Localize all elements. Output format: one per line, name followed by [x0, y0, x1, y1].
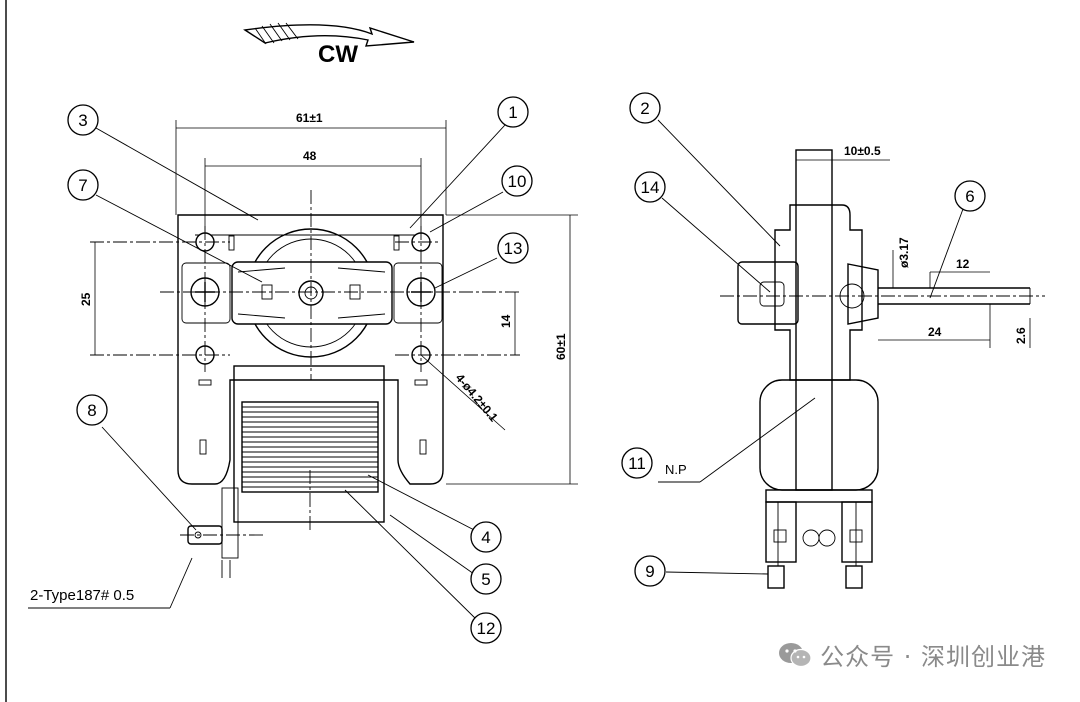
svg-text:8: 8 — [87, 401, 96, 420]
dim-shaft-12: 12 — [956, 257, 970, 271]
balloon-4: 4 — [470, 521, 502, 553]
svg-text:13: 13 — [504, 239, 523, 258]
dim-shaft-24: 24 — [928, 325, 942, 339]
balloon-13: 13 — [497, 232, 529, 264]
balloon-7: 7 — [67, 169, 99, 201]
balloon-8: 8 — [76, 394, 108, 426]
rotation-arrow-icon — [243, 22, 415, 47]
dim-holes: 4-ø4.2±0.1 — [453, 371, 501, 425]
balloon-5: 5 — [470, 563, 502, 595]
balloon-9: 9 — [634, 555, 666, 587]
balloon-3: 3 — [67, 104, 99, 136]
side-view — [720, 149, 1045, 589]
leader-lines — [95, 119, 964, 622]
balloon-6: 6 — [954, 180, 986, 212]
dim-shaft-dia: ø3.17 — [897, 237, 911, 268]
svg-text:4: 4 — [481, 528, 490, 547]
balloon-14: 14 — [634, 171, 666, 203]
front-view — [90, 190, 520, 578]
svg-text:14: 14 — [641, 178, 660, 197]
dim-width-outer: 61±1 — [296, 111, 323, 125]
svg-text:3: 3 — [78, 111, 87, 130]
dim-height-left: 25 — [79, 292, 93, 306]
np-label: N.P — [665, 462, 687, 477]
svg-text:9: 9 — [645, 562, 654, 581]
front-dimensions — [94, 120, 578, 485]
balloon-11: 11 — [621, 447, 653, 479]
svg-text:6: 6 — [965, 187, 974, 206]
dim-width-inner: 48 — [303, 149, 317, 163]
dim-shaft-26: 2.6 — [1014, 327, 1028, 344]
balloon-10: 10 — [501, 165, 533, 197]
svg-text:11: 11 — [628, 454, 646, 473]
balloon-1: 1 — [497, 96, 529, 128]
watermark-text: 公众号 · 深圳创业港 — [820, 643, 1046, 671]
side-dimensions — [795, 150, 1031, 348]
dim-side-width: 10±0.5 — [844, 144, 881, 158]
direction-label: CW — [318, 41, 358, 68]
balloon-12: 12 — [470, 612, 502, 644]
wechat-icon — [779, 642, 812, 667]
watermark: 公众号 · 深圳创业港 — [778, 637, 1046, 672]
balloon-2: 2 — [629, 92, 661, 124]
svg-text:10: 10 — [508, 172, 527, 191]
terminal-label: 2-Type187# 0.5 — [30, 587, 134, 604]
dim-height-right: 14 — [499, 314, 513, 328]
svg-text:5: 5 — [481, 570, 490, 589]
svg-text:12: 12 — [477, 619, 496, 638]
svg-text:7: 7 — [78, 176, 87, 195]
svg-text:2: 2 — [640, 99, 649, 118]
svg-text:1: 1 — [508, 103, 517, 122]
dim-height-outer: 60±1 — [554, 333, 568, 360]
